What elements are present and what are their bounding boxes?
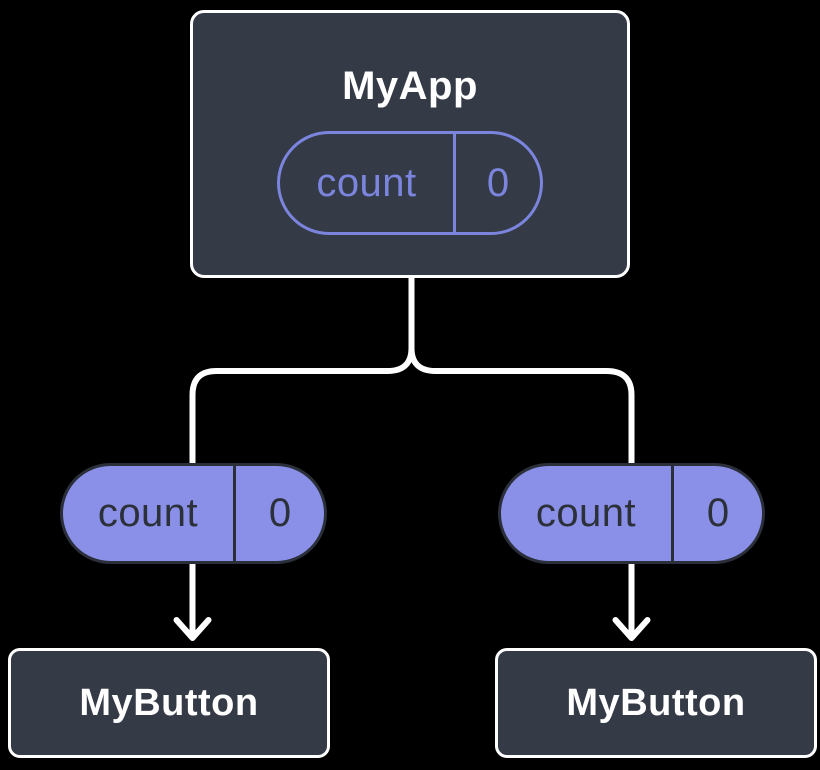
state-pill: count 0 (277, 131, 543, 235)
prop-pill-right-value: 0 (671, 466, 762, 561)
prop-pill-right: count 0 (498, 463, 765, 564)
prop-pill-left: count 0 (60, 463, 327, 564)
prop-pill-right-label: count (535, 491, 637, 535)
prop-pill-left-value: 0 (233, 466, 324, 561)
node-mybutton-right: MyButton (495, 648, 817, 758)
node-myapp: MyApp count 0 (190, 10, 630, 278)
prop-pill-left-label: count (97, 491, 199, 535)
node-myapp-title: MyApp (342, 64, 478, 108)
prop-arrow-right-head (612, 617, 651, 641)
branch-line-left (189, 273, 415, 467)
state-pill-label: count (316, 160, 417, 205)
state-pill-value: 0 (453, 134, 540, 232)
node-mybutton-left: MyButton (8, 648, 330, 758)
prop-arrow-left-head (173, 617, 212, 641)
branch-line-right (408, 273, 635, 467)
